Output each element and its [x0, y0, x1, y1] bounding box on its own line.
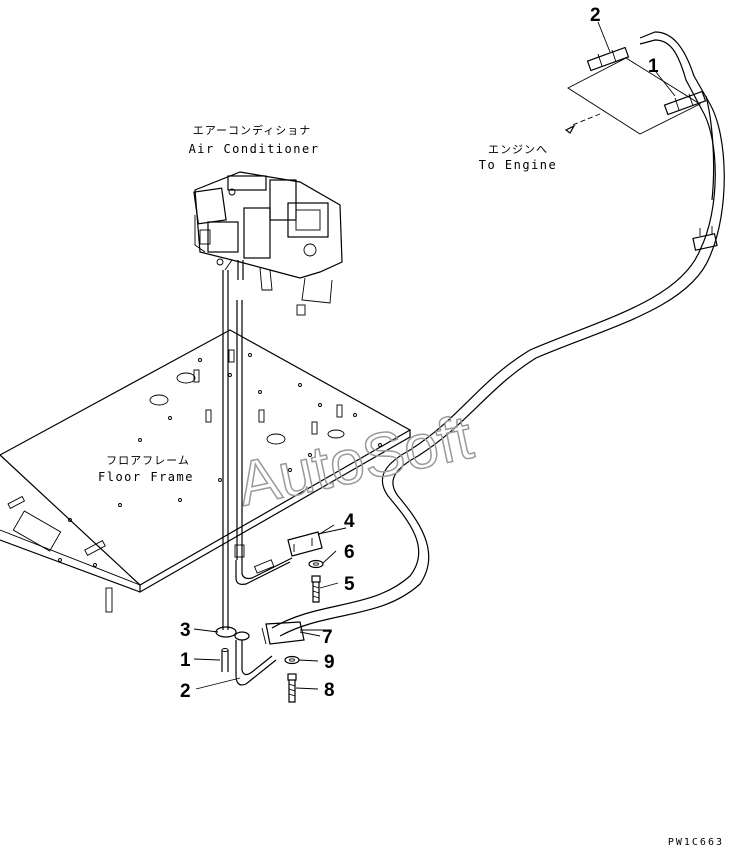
- callout-1: 1: [180, 650, 191, 671]
- callout-5: 5: [344, 574, 355, 595]
- air-conditioner-jp-label: エアーコンディショナ: [193, 123, 312, 137]
- callout-6: 6: [344, 542, 355, 563]
- callout-9: 9: [324, 652, 335, 673]
- callout-3: 3: [180, 620, 191, 641]
- clamp-4-assembly: [287, 527, 347, 603]
- leader-lines: [193, 21, 676, 690]
- air-conditioner-unit: [193, 171, 343, 316]
- to-engine-en-label: To Engine: [479, 158, 558, 172]
- to-engine-jp-label: エンジンへ: [488, 143, 548, 156]
- callout-8: 8: [324, 680, 335, 701]
- watermark-logo: AutoSoft: [232, 403, 479, 520]
- floor-frame: [0, 329, 412, 613]
- callout-1-top: 1: [648, 56, 659, 77]
- floor-frame-en-label: Floor Frame: [98, 470, 194, 484]
- callout-2: 2: [180, 681, 191, 702]
- callout-7: 7: [322, 627, 333, 648]
- callout-4: 4: [344, 511, 355, 532]
- clamp-7-assembly: [261, 621, 324, 703]
- hose-to-engine: [271, 31, 725, 637]
- callout-2-top: 2: [590, 5, 601, 26]
- drawing-code: PW1C663: [668, 837, 724, 848]
- drain-tubes: [215, 259, 293, 686]
- air-conditioner-en-label: Air Conditioner: [189, 142, 320, 156]
- floor-frame-jp-label: フロアフレーム: [106, 454, 190, 467]
